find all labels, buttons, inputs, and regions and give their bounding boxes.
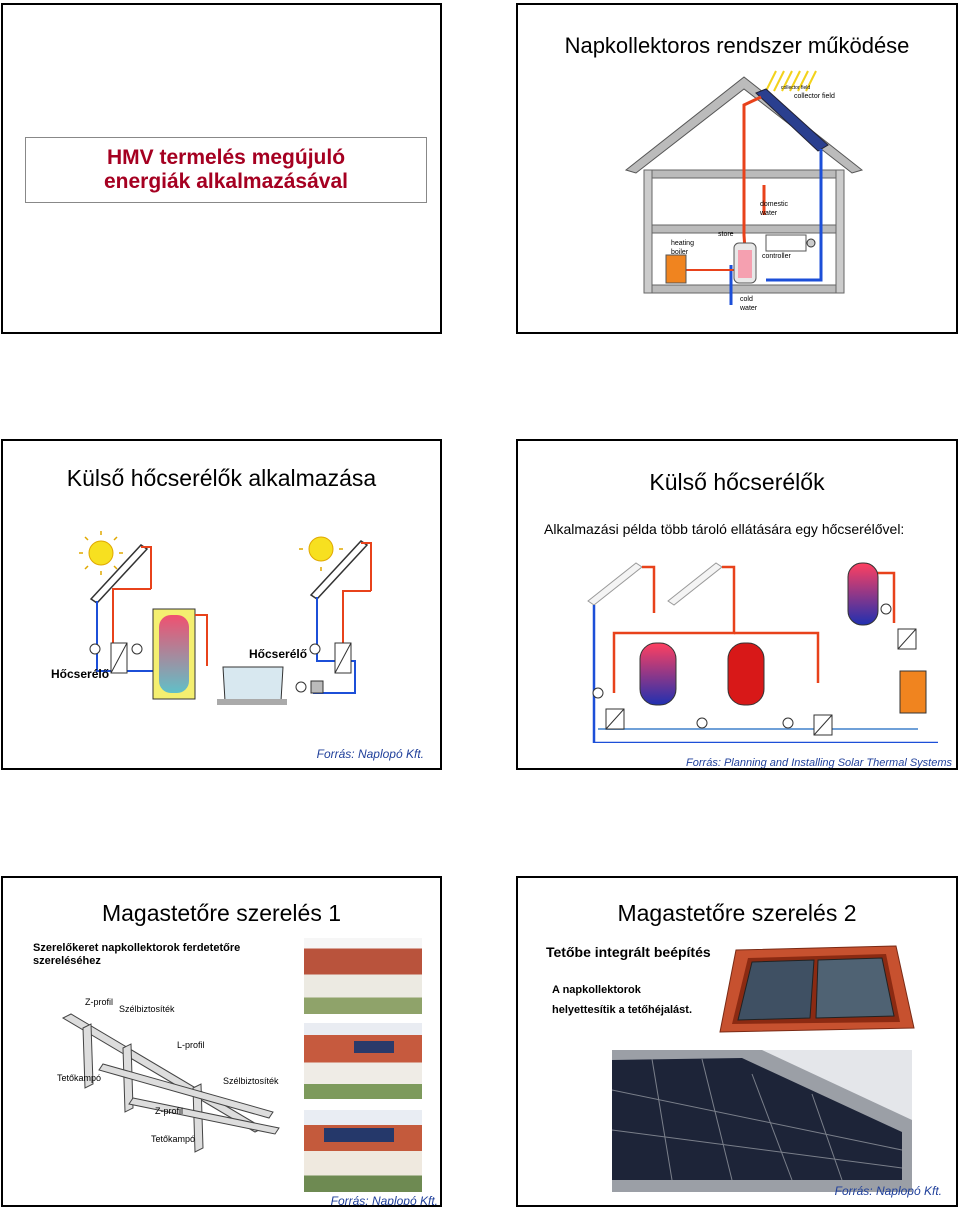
slide-4: Külső hőcserélők Alkalmazási példa több … [516, 439, 958, 770]
label-l-profil: L-profil [177, 1040, 205, 1050]
label-szelbiztositek-1: Szélbiztosíték [119, 1004, 175, 1014]
slide-4-subtitle: Alkalmazási példa több tároló ellátására… [544, 521, 905, 537]
roof-photo-1 [304, 938, 422, 1014]
external-heat-exchanger-diagram [79, 531, 372, 705]
multi-storage-diagram [587, 562, 938, 743]
solar-house-diagram: collector field [624, 70, 864, 305]
label-cold-water: cold water [740, 296, 758, 312]
roof-collector-photo [612, 1050, 912, 1192]
roof-photo-2 [304, 1023, 422, 1099]
slide-5-title: Magastetőre szerelés 1 [101, 900, 342, 926]
slide-6-text-2: helyettesítik a tetőhéjalást. [552, 1004, 692, 1016]
slide-5-source: Forrás: Naplopó Kft. [330, 1194, 438, 1207]
roof-photo-3 [304, 1110, 422, 1192]
label-domestic-water: domestic water [760, 201, 789, 217]
slide-3-source: Forrás: Naplopó Kft. [316, 747, 424, 761]
slide-6-title: Magastetőre szerelés 2 [617, 900, 857, 926]
label-heating-boiler: heating boiler [671, 240, 694, 256]
slide-1-title: HMV termelés megújuló energiák alkalmazá… [103, 146, 348, 193]
sun-icon [299, 536, 343, 571]
label-z-profil-1: Z-profil [85, 997, 114, 1007]
slide-4-title: Külső hőcserélők [649, 469, 825, 495]
slide-2-title: Napkollektoros rendszer működése [564, 33, 910, 58]
svg-text:collector field: collector field [781, 85, 810, 91]
mounting-frame-diagram [61, 1013, 280, 1153]
heat-exchanger-label-left: Hőcserélő [51, 667, 110, 681]
slide-1: HMV termelés megújuló energiák alkalmazá… [1, 3, 442, 334]
integrated-roof-collector [719, 945, 915, 1033]
slide-3: Külső hőcserélők alkalmazása [1, 439, 442, 770]
heat-exchanger-label-right: Hőcserélő [249, 647, 308, 661]
sun-icon [79, 531, 123, 575]
label-szelbiztositek-2: Szélbiztosíték [223, 1076, 279, 1086]
label-collector-field: collector field [794, 93, 835, 100]
label-store: store [718, 231, 734, 238]
slide-2: Napkollektoros rendszer működése coll [516, 3, 958, 334]
slide-4-source: Forrás: Planning and Installing Solar Th… [686, 757, 952, 769]
slide-6-source: Forrás: Naplopó Kft. [834, 1184, 942, 1198]
label-controller: controller [762, 253, 791, 260]
slide-6: Magastetőre szerelés 2 Tetőbe integrált … [516, 876, 958, 1207]
slide-6-text-1: A napkollektorok [552, 984, 641, 996]
label-z-profil-2: Z-profil [155, 1106, 184, 1116]
slide-1-title-box: HMV termelés megújuló energiák alkalmazá… [25, 137, 427, 203]
label-tetokampo-1: Tetőkampó [57, 1073, 102, 1083]
label-tetokampo-2: Tetőkampó [151, 1134, 196, 1144]
slide-3-title: Külső hőcserélők alkalmazása [66, 465, 377, 491]
slide-5: Magastetőre szerelés 1 Szerelőkeret napk… [1, 876, 442, 1207]
slide-6-subtitle: Tetőbe integrált beépítés [546, 944, 711, 960]
slide-5-subtitle: Szerelőkeret napkollektorok ferdetetőre … [33, 942, 241, 967]
